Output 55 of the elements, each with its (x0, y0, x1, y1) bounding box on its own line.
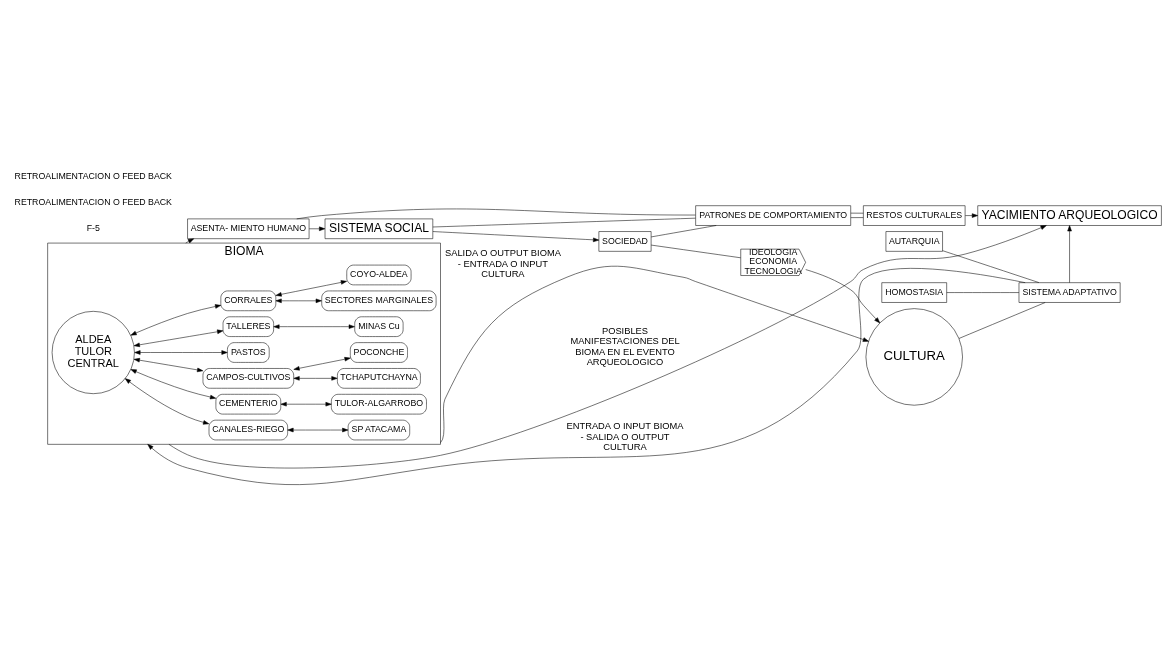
arrow (432, 231, 600, 243)
node-box: CANALES-RIEGO (208, 419, 288, 441)
arrow (133, 358, 204, 373)
arrow (168, 225, 1047, 469)
arrow (293, 357, 351, 371)
arrow (130, 369, 217, 400)
node-box: AUTARQUIA (885, 231, 943, 252)
arrow (185, 238, 194, 244)
arrow (275, 298, 322, 304)
node-box: YACIMIENTO ARQUEOLOGICO (977, 205, 1162, 226)
arrow (293, 376, 338, 381)
node-box: TALLERES (222, 316, 274, 337)
edge-label: POSIBLES MANIFESTACIONES DEL BIOMA EN EL EVENTO ARQUEOLOGICO (570, 325, 680, 367)
edge-label: ENTRADA O INPUT BIOMA - SALIDA O OUTPUT CULTURA (566, 421, 684, 453)
node-box: PATRONES DE COMPORTAMIENTO (695, 205, 851, 226)
arrow (965, 213, 978, 218)
arrow (147, 268, 1026, 485)
arrow (273, 324, 355, 329)
edge-label: SALIDA O OUTPUT BIOMA - ENTRADA O INPUT CULTURA (444, 248, 561, 279)
node-box: RESTOS CULTURALES (863, 205, 966, 226)
node-box: ASENTA- MIENTO HUMANO (187, 218, 310, 239)
node-box: CAMPOS-CULTIVOS (202, 368, 294, 389)
arrow (440, 265, 869, 443)
node-box: SISTEMA SOCIAL (324, 218, 434, 239)
arrow (805, 269, 881, 324)
node-box: CORRALES (220, 290, 277, 311)
arrow (280, 402, 332, 407)
node-box: COYO-ALDEA (346, 264, 412, 286)
node-box: HOMOSTASIA (881, 282, 947, 303)
node-box: SOCIEDAD (598, 231, 652, 252)
arrow (309, 226, 326, 231)
node-circle: CULTURA (865, 308, 963, 406)
arrow (133, 329, 224, 347)
label: F-5 (86, 222, 100, 233)
connector (942, 250, 1040, 283)
node-box: TCHAPUTCHAYNA (337, 368, 421, 389)
node-box: SECTORES MARGINALES (321, 290, 437, 311)
arrow (124, 378, 210, 425)
arrow (287, 427, 349, 433)
connector (296, 208, 696, 220)
node-box: SP ATACAMA (347, 419, 410, 441)
arrow (130, 304, 222, 336)
node-box: TULOR-ALGARROBO (331, 394, 427, 415)
arrow (275, 280, 347, 297)
node-box: MINAS Cu (354, 316, 404, 337)
arrow (134, 350, 228, 355)
node-box: CEMENTERIO (215, 394, 282, 415)
label: RETROALIMENTACION O FEED BACK (14, 197, 172, 208)
node-box: SISTEMA ADAPTATIVO (1018, 282, 1121, 303)
node-box: POCONCHE (350, 342, 408, 363)
node-box: PASTOS (227, 342, 270, 363)
label: RETROALIMENTACION O FEED BACK (14, 171, 172, 182)
connector (958, 302, 1046, 339)
arrow (1067, 225, 1072, 283)
connector (650, 225, 717, 238)
